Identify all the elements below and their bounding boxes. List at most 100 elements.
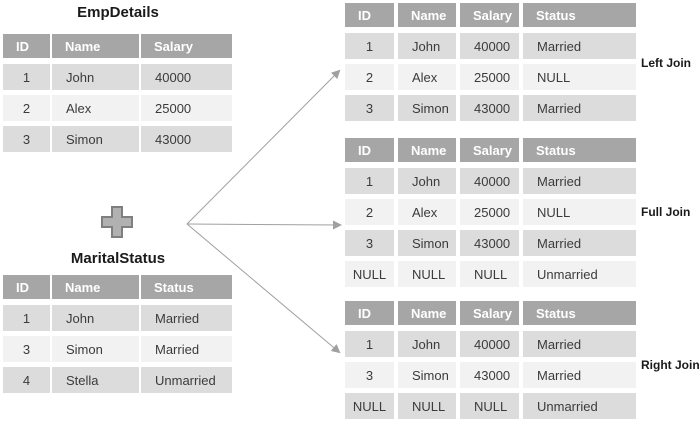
table-row: 3 Simon 43000 Married	[345, 362, 636, 388]
right-join-label: Right Join	[641, 358, 700, 372]
join-arrows	[186, 69, 342, 354]
column-header: Name	[398, 301, 456, 325]
table-cell: Married	[523, 33, 636, 59]
table-header-row: ID Name Salary Status	[345, 3, 636, 27]
arrow-to-right-join	[186, 223, 341, 354]
table-cell: Married	[523, 331, 636, 357]
table-cell: NULL	[523, 64, 636, 90]
table-row: 1 John 40000 Married	[345, 33, 636, 59]
table-cell: John	[398, 33, 456, 59]
table-cell: 25000	[460, 64, 519, 90]
table-row: NULL NULL NULL Unmarried	[345, 261, 636, 287]
column-header: Status	[523, 3, 636, 27]
plus-icon	[101, 206, 133, 238]
full-join-table: ID Name Salary Status 1 John 40000 Marri…	[345, 138, 636, 292]
table-row: 3 Simon 43000 Married	[345, 95, 636, 121]
table-cell: Simon	[52, 126, 139, 152]
table-row: NULL NULL NULL Unmarried	[345, 393, 636, 419]
table-cell: 1	[345, 168, 394, 194]
table-cell: 2	[3, 95, 50, 121]
table-cell: 40000	[460, 168, 519, 194]
table-cell: Alex	[52, 95, 139, 121]
column-header: Salary	[460, 301, 519, 325]
full-join-label: Full Join	[641, 205, 691, 219]
table-cell: John	[52, 64, 139, 90]
empdetails-table: ID Name Salary 1 John 40000 2 Alex 25000…	[3, 34, 232, 157]
table-cell: 40000	[460, 33, 519, 59]
table-row: 2 Alex 25000 NULL	[345, 199, 636, 225]
table-cell: Simon	[398, 362, 456, 388]
table-cell: 40000	[141, 64, 232, 90]
table-cell: 3	[345, 230, 394, 256]
column-header: ID	[3, 34, 50, 58]
table-row: 1 John 40000 Married	[345, 331, 636, 357]
table-cell: 25000	[460, 199, 519, 225]
table-row: 2 Alex 25000	[3, 95, 232, 121]
table-cell: John	[398, 168, 456, 194]
table-cell: 43000	[141, 126, 232, 152]
table-cell: 3	[345, 362, 394, 388]
table-cell: 2	[345, 199, 394, 225]
table-cell: NULL	[345, 261, 394, 287]
table-cell: John	[398, 331, 456, 357]
arrow-to-left-join	[186, 69, 341, 225]
table-cell: 3	[3, 126, 50, 152]
table-row: 3 Simon 43000	[3, 126, 232, 152]
table-cell: 1	[345, 33, 394, 59]
left-join-table: ID Name Salary Status 1 John 40000 Marri…	[345, 3, 636, 126]
table-cell: Married	[523, 362, 636, 388]
table-cell: 1	[345, 331, 394, 357]
column-header: Salary	[460, 138, 519, 162]
table-cell: 43000	[460, 362, 519, 388]
table-cell: Stella	[52, 367, 139, 393]
table-cell: Married	[141, 336, 232, 362]
table-cell: NULL	[398, 261, 456, 287]
right-join-table: ID Name Salary Status 1 John 40000 Marri…	[345, 301, 636, 424]
arrow-to-full-join	[186, 220, 342, 230]
column-header: Status	[523, 138, 636, 162]
table-cell: NULL	[345, 393, 394, 419]
table-cell: Unmarried	[141, 367, 232, 393]
table-row: 1 John Married	[3, 305, 232, 331]
table-row: 4 Stella Unmarried	[3, 367, 232, 393]
column-header: Name	[52, 34, 139, 58]
column-header: Name	[398, 3, 456, 27]
table-cell: Married	[523, 230, 636, 256]
table-header-row: ID Name Salary Status	[345, 138, 636, 162]
table-cell: Simon	[52, 336, 139, 362]
table-cell: Simon	[398, 95, 456, 121]
table-cell: Unmarried	[523, 393, 636, 419]
maritalstatus-title: MaritalStatus	[70, 250, 166, 267]
table-cell: John	[52, 305, 139, 331]
table-cell: 43000	[460, 95, 519, 121]
table-header-row: ID Name Status	[3, 275, 232, 299]
table-cell: NULL	[460, 261, 519, 287]
table-cell: Alex	[398, 199, 456, 225]
column-header: Name	[398, 138, 456, 162]
table-header-row: ID Name Salary	[3, 34, 232, 58]
table-cell: 2	[345, 64, 394, 90]
table-cell: 25000	[141, 95, 232, 121]
table-row: 1 John 40000 Married	[345, 168, 636, 194]
left-join-label: Left Join	[641, 56, 691, 70]
table-cell: Married	[523, 95, 636, 121]
table-row: 3 Simon 43000 Married	[345, 230, 636, 256]
column-header: Salary	[141, 34, 232, 58]
table-cell: 4	[3, 367, 50, 393]
table-row: 2 Alex 25000 NULL	[345, 64, 636, 90]
table-cell: 1	[3, 305, 50, 331]
column-header: ID	[345, 3, 394, 27]
table-cell: Married	[523, 168, 636, 194]
column-header: Salary	[460, 3, 519, 27]
table-cell: 40000	[460, 331, 519, 357]
table-cell: 3	[3, 336, 50, 362]
table-row: 3 Simon Married	[3, 336, 232, 362]
table-cell: NULL	[523, 199, 636, 225]
column-header: Status	[141, 275, 232, 299]
table-cell: 43000	[460, 230, 519, 256]
table-cell: Alex	[398, 64, 456, 90]
table-cell: Simon	[398, 230, 456, 256]
column-header: Status	[523, 301, 636, 325]
table-row: 1 John 40000	[3, 64, 232, 90]
